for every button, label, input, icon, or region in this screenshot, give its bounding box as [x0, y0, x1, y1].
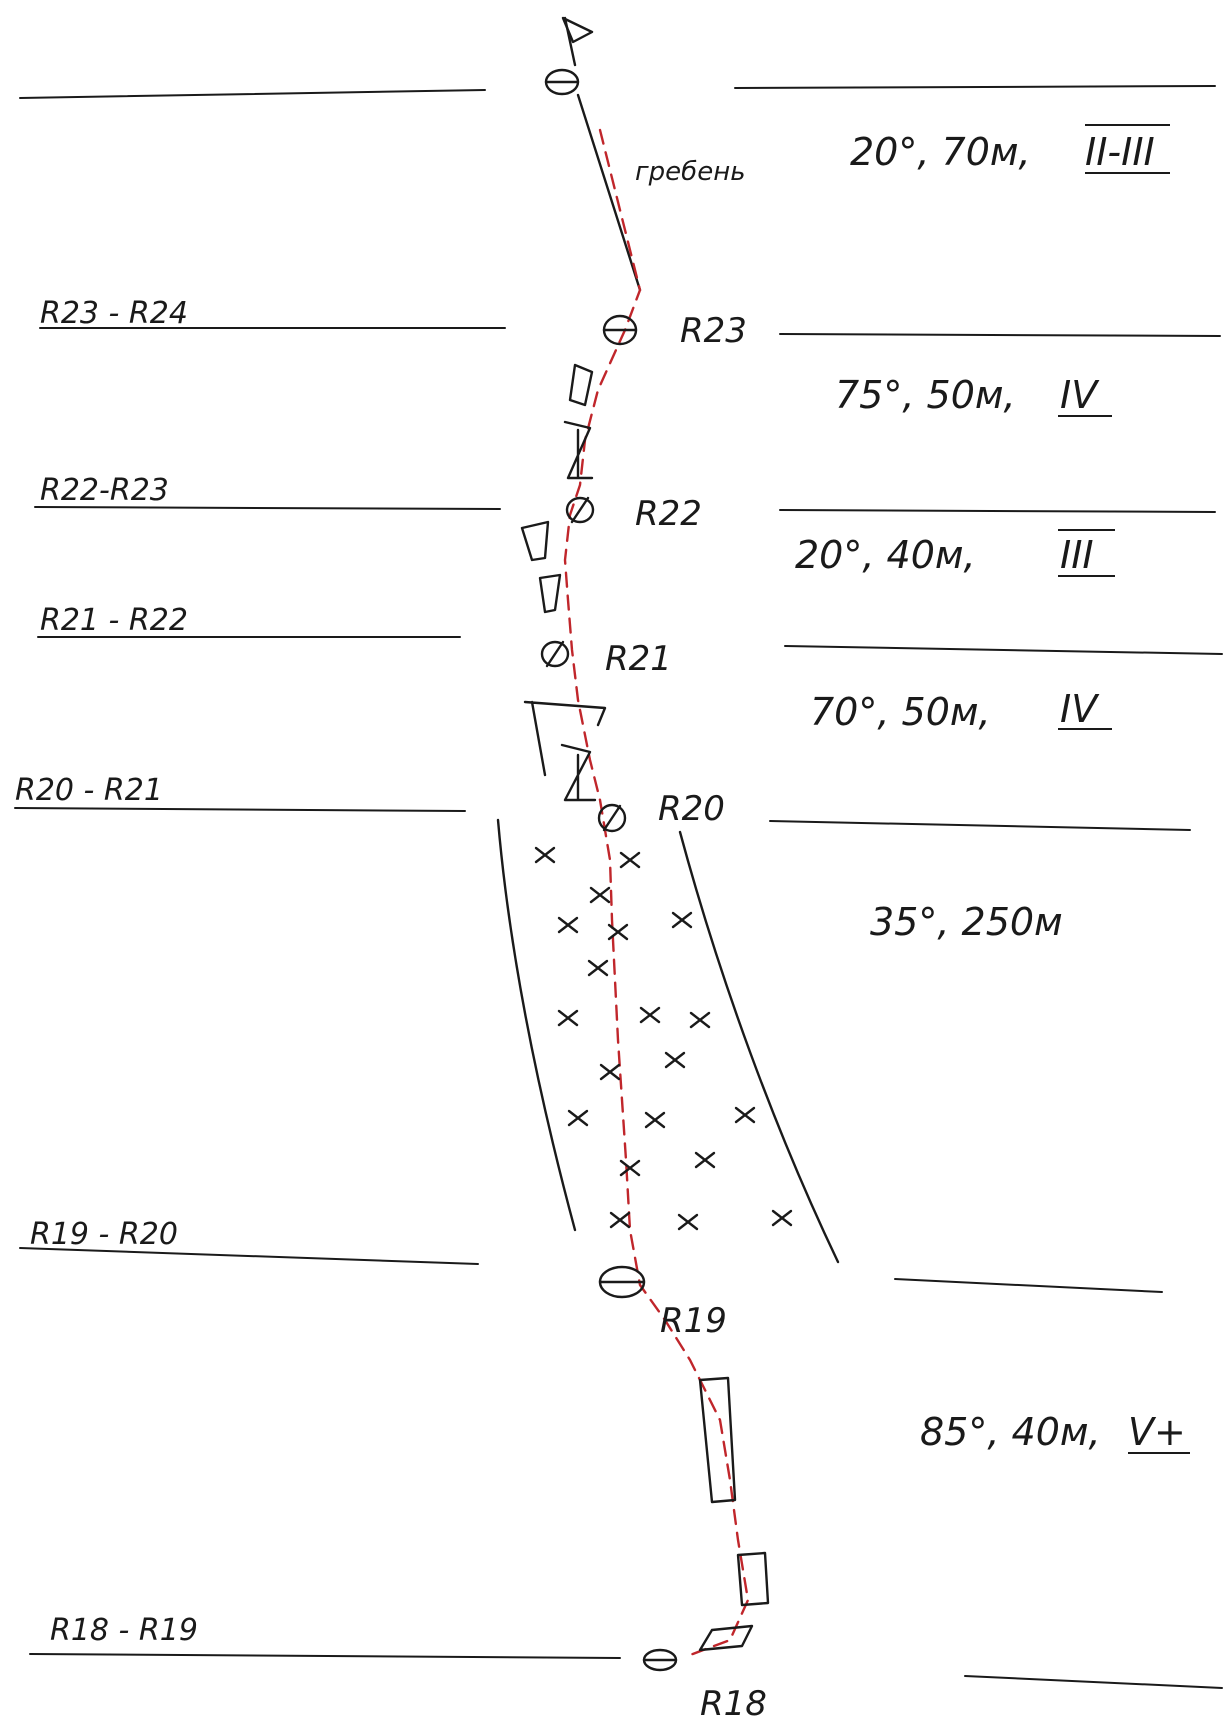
scree-mark-icon — [664, 1051, 686, 1069]
rule-left-top — [19, 89, 486, 99]
scree-mark-icon — [619, 1159, 641, 1177]
rock-block-icon — [698, 1376, 737, 1504]
scree-mark-icon — [589, 886, 611, 904]
belay-station-icon — [597, 803, 627, 833]
rule-right-top — [734, 85, 1216, 89]
scree-mark-icon — [607, 923, 629, 941]
pitch-grade-r21-r22: III — [1060, 533, 1094, 577]
scree-mark-icon — [677, 1213, 699, 1231]
rule-left-r22 — [34, 506, 501, 510]
rule-left-r20 — [14, 807, 466, 812]
left-pitch-labels: R23 - R24 R22-R23 R21 - R22 R20 - R21 R1… — [15, 296, 198, 1648]
flag-icon — [561, 16, 594, 67]
rule-right-r23 — [779, 333, 1221, 337]
pitch-grade-r22-r23: IV — [1060, 373, 1100, 417]
scree-mark-icon — [671, 911, 693, 929]
scree-mark-icon — [644, 1111, 666, 1129]
scree-mark-icon — [557, 1009, 579, 1027]
rule-left-r19 — [19, 1247, 479, 1265]
pitch-specs: 20°, 70м, II-III 75°, 50м, IV 20°, 40м, … — [795, 124, 1190, 1454]
scree-mark-icon — [557, 916, 579, 934]
pitch-grade-r23-r24: II-III — [1085, 130, 1155, 174]
belay-label-r23: R23 — [680, 311, 747, 351]
belay-label-r21: R21 — [605, 639, 672, 679]
pitch-label-r18-r19: R18 - R19 — [50, 1613, 198, 1648]
route-line — [563, 128, 750, 1657]
rock-block-icon — [568, 363, 594, 407]
belay-label-r19: R19 — [660, 1301, 727, 1341]
belay-station-icon — [565, 496, 595, 524]
pitch-spec-r19-r20: 35°, 250м — [870, 900, 1063, 944]
scree-mark-icon — [734, 1106, 756, 1124]
scree-mark-icon — [609, 1211, 631, 1229]
scree-mark-icon — [639, 1006, 661, 1024]
pitch-spec-r20-r21: 70°, 50м, — [810, 690, 991, 734]
scree-mark-icon — [534, 846, 556, 864]
rule-right-r18 — [964, 1675, 1223, 1689]
rule-left-r18 — [29, 1653, 621, 1659]
pitch-grade-r18-r19: V+ — [1128, 1410, 1186, 1454]
pitch-spec-r22-r23: 75°, 50м, — [835, 373, 1016, 417]
gully-walls — [496, 818, 840, 1264]
belay-station-icon — [598, 1265, 646, 1299]
rock-block-icon — [736, 1551, 770, 1607]
rock-block-icon — [698, 1624, 754, 1652]
pitch-grade-r20-r21: IV — [1060, 687, 1100, 731]
pitch-label-r21-r22: R21 - R22 — [40, 603, 188, 638]
rock-features — [520, 363, 770, 1652]
scree-mark-icon — [599, 1063, 621, 1081]
scree-mark-icon — [587, 959, 609, 977]
ridge-line — [576, 93, 642, 292]
scree-mark-icon — [694, 1151, 716, 1169]
belay-stations: R23 R22 R21 R20 R19 R18 — [540, 68, 767, 1724]
belay-station-icon — [544, 68, 580, 96]
pitch-label-r23-r24: R23 - R24 — [40, 296, 188, 331]
pitch-spec-r23-r24: 20°, 70м, — [850, 130, 1031, 174]
belay-label-r18: R18 — [700, 1684, 767, 1724]
ridge-label: гребень — [635, 157, 746, 187]
scree-mark-icon — [689, 1011, 711, 1029]
rock-block-icon — [563, 420, 594, 480]
pitch-label-r20-r21: R20 - R21 — [15, 773, 163, 808]
rock-block-icon — [523, 700, 607, 777]
rock-block-icon — [560, 743, 597, 802]
belay-label-r20: R20 — [658, 789, 725, 829]
pitch-label-r22-r23: R22-R23 — [40, 473, 169, 508]
belay-station-icon — [642, 1648, 678, 1672]
rock-block-icon — [538, 573, 562, 614]
rule-right-r19 — [894, 1278, 1163, 1293]
rule-right-r21 — [784, 645, 1223, 655]
pitch-spec-r18-r19: 85°, 40м, — [920, 1410, 1101, 1454]
scree-field — [534, 846, 793, 1231]
rule-right-r20 — [769, 820, 1191, 831]
belay-station-icon — [540, 640, 570, 668]
pitch-spec-r21-r22: 20°, 40м, — [795, 533, 976, 577]
pitch-label-r19-r20: R19 - R20 — [30, 1217, 178, 1252]
rock-block-icon — [520, 520, 550, 562]
rule-right-r22 — [779, 509, 1216, 513]
scree-mark-icon — [771, 1209, 793, 1227]
scree-mark-icon — [619, 851, 641, 869]
pitch-separators — [14, 85, 1223, 1689]
scree-mark-icon — [567, 1109, 589, 1127]
belay-label-r22: R22 — [635, 494, 702, 534]
belay-station-icon — [602, 314, 638, 346]
